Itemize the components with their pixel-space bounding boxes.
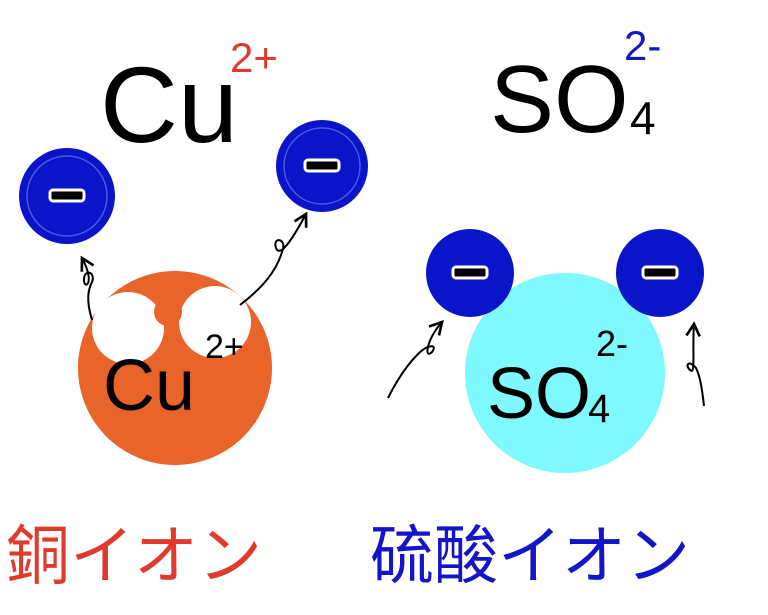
- copper-ion-name: 銅イオン: [6, 520, 262, 594]
- arrow-icon: [239, 214, 306, 306]
- sulfate-atom-body: [465, 273, 665, 473]
- sulfate-formula-label: SO: [490, 46, 629, 153]
- sulfate-formula-subscript: 4: [630, 92, 656, 144]
- sulfate-formula-charge: 2-: [624, 22, 661, 69]
- copper-formula-label: Cu: [100, 44, 238, 165]
- electron-icon: [19, 148, 115, 244]
- sulfate-ion-name: 硫酸イオン: [370, 520, 690, 594]
- electron-icon: [276, 120, 368, 212]
- electron-icon: [616, 229, 704, 317]
- sulfate-atom-subscript: 4: [588, 387, 610, 431]
- arrow-icon: [387, 322, 442, 399]
- arrow-icon: [82, 258, 93, 321]
- copper-atom-icon: [78, 271, 272, 465]
- copper-formula-charge: 2+: [230, 34, 278, 81]
- copper-notch-left: [92, 292, 164, 364]
- copper-notch-right: [179, 286, 251, 358]
- arrow-icon: [688, 324, 705, 407]
- sulfate-atom-icon: [465, 273, 665, 473]
- copper-atom-label: Cu: [103, 346, 195, 426]
- electron-icon: [426, 229, 514, 317]
- sulfate-atom-label: SO: [487, 354, 591, 434]
- copper-atom-charge: 2+: [205, 328, 244, 366]
- sulfate-atom-charge: 2-: [596, 323, 628, 364]
